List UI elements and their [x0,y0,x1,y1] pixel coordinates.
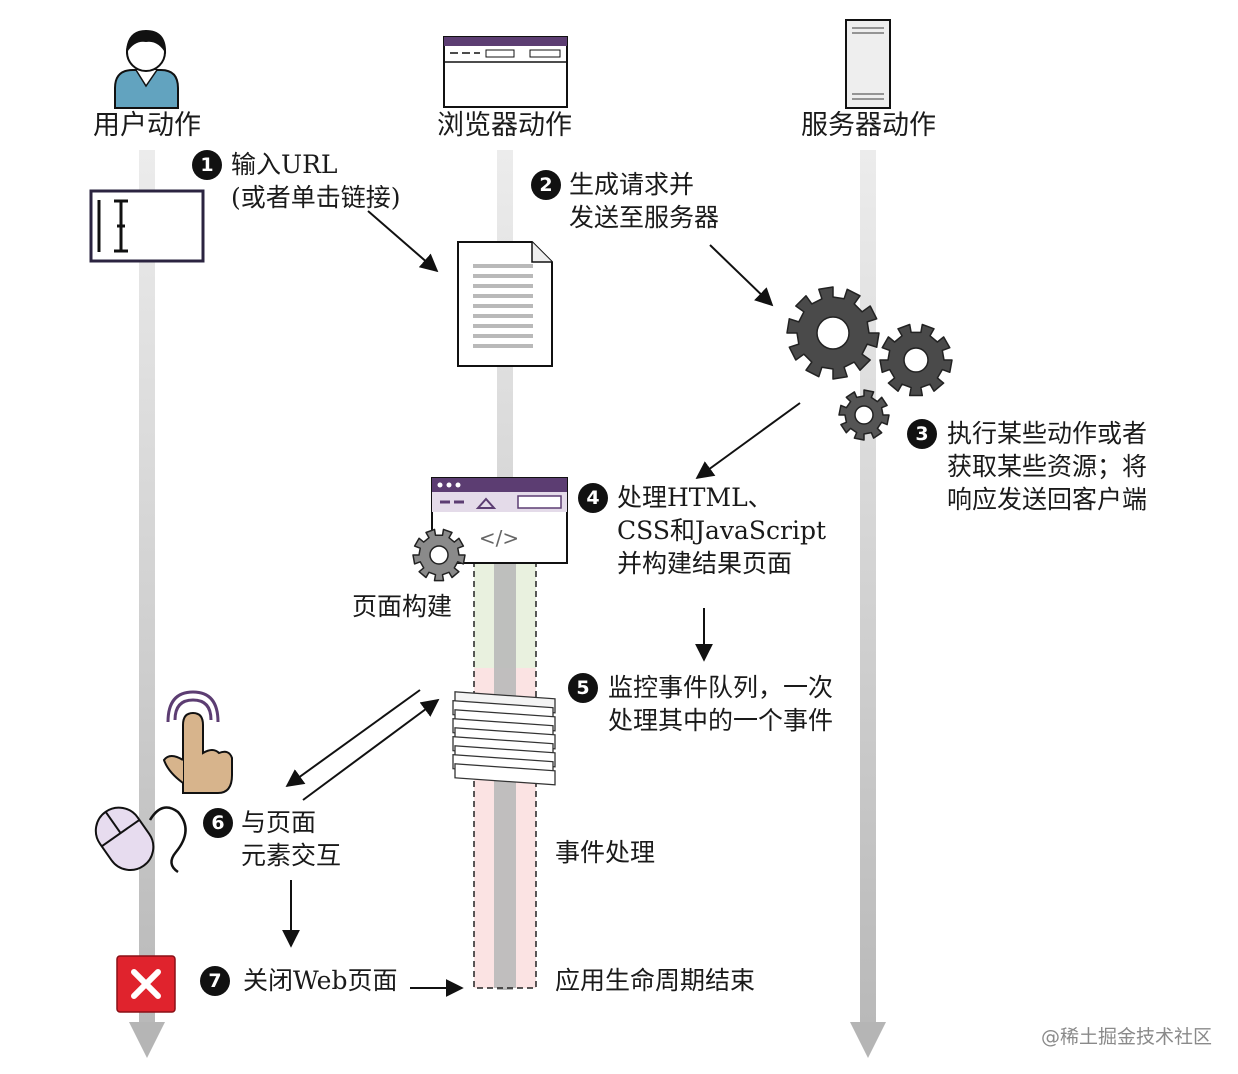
gear-icon [879,323,953,397]
browser-code-icon: </> [431,477,568,564]
event-queue-stack-icon [452,691,556,786]
step-3-badge: 3 [907,419,937,449]
mouse-icon [94,806,187,874]
lifecycle-end-label: 应用生命周期结束 [555,966,756,995]
step-5-line-2: 处理其中的一个事件 [608,706,834,735]
user-timeline [129,150,165,1058]
step-3-line-3: 响应发送回客户端 [947,485,1148,514]
step-3-line-1: 执行某些动作或者 [947,419,1148,448]
event-queue-sheet [454,763,556,786]
step-1-line-2: (或者单击链接) [231,183,401,212]
step-7-line-1: 关闭Web页面 [243,966,398,995]
arrow-user-to-events [302,698,440,801]
gear-icon [412,528,466,582]
step-1-badge: 1 [192,150,222,180]
server-tower-icon [845,19,891,109]
text-cursor-icon [89,189,205,263]
arrow-3-to-browser [695,402,801,480]
document-icon [457,241,553,367]
page-build-gear [412,528,466,582]
code-glyph: </> [479,526,519,550]
step-3-line-2: 获取某些资源；将 [947,452,1148,481]
watermark: @稀土掘金技术社区 [1040,1026,1212,1048]
page-build-label: 页面构建 [352,592,453,621]
gear-icon [838,389,890,441]
user-person-icon [114,30,179,109]
step-4-line-1: 处理HTML、 [617,483,773,512]
step-5-line-1: 监控事件队列，一次 [608,673,834,702]
column-browser-actions: 浏览器动作 [437,110,572,141]
arrow-events-to-user [285,689,421,788]
step-5-badge: 5 [568,673,598,703]
step-2-line-1: 生成请求并 [569,170,695,199]
browser-window-icon [443,36,568,108]
gear-icon [786,286,880,380]
flow-arrows [282,210,801,997]
step-2-badge: 2 [531,170,561,200]
step-6-line-2: 元素交互 [241,841,342,870]
event-handling-label: 事件处理 [555,838,656,867]
step-6-badge: 6 [203,808,233,838]
column-server-actions: 服务器动作 [801,110,936,141]
touch-hand-icon [162,690,233,794]
step-7-badge: 7 [200,966,230,996]
server-timeline [850,150,886,1058]
close-icon [116,955,176,1013]
step-1-line-1: 输入URL [231,150,338,179]
step-2-line-2: 发送至服务器 [569,203,720,232]
step-4-badge: 4 [578,483,608,513]
step-4-line-2: CSS和JavaScript [617,516,827,545]
step-6-line-1: 与页面 [241,808,317,837]
arrow-2-to-server [709,244,774,307]
server-gears [786,286,953,441]
step-4-line-3: 并构建结果页面 [617,549,793,578]
column-user-actions: 用户动作 [93,110,201,141]
arrow-1-to-document [367,210,439,273]
